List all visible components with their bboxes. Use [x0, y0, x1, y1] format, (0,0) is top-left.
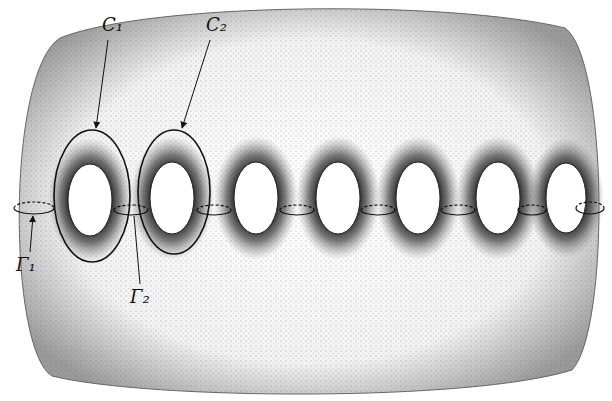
neck-loops	[14, 202, 604, 215]
curve-label: Γ₂	[130, 288, 150, 306]
leader-lines	[30, 40, 210, 284]
surface-body	[19, 9, 599, 394]
curve-label: Γ₁	[16, 256, 36, 274]
curve-label: C₁	[102, 16, 123, 34]
curve-label: C₂	[206, 16, 227, 34]
cycle-curves	[54, 130, 210, 262]
holes	[48, 136, 604, 262]
